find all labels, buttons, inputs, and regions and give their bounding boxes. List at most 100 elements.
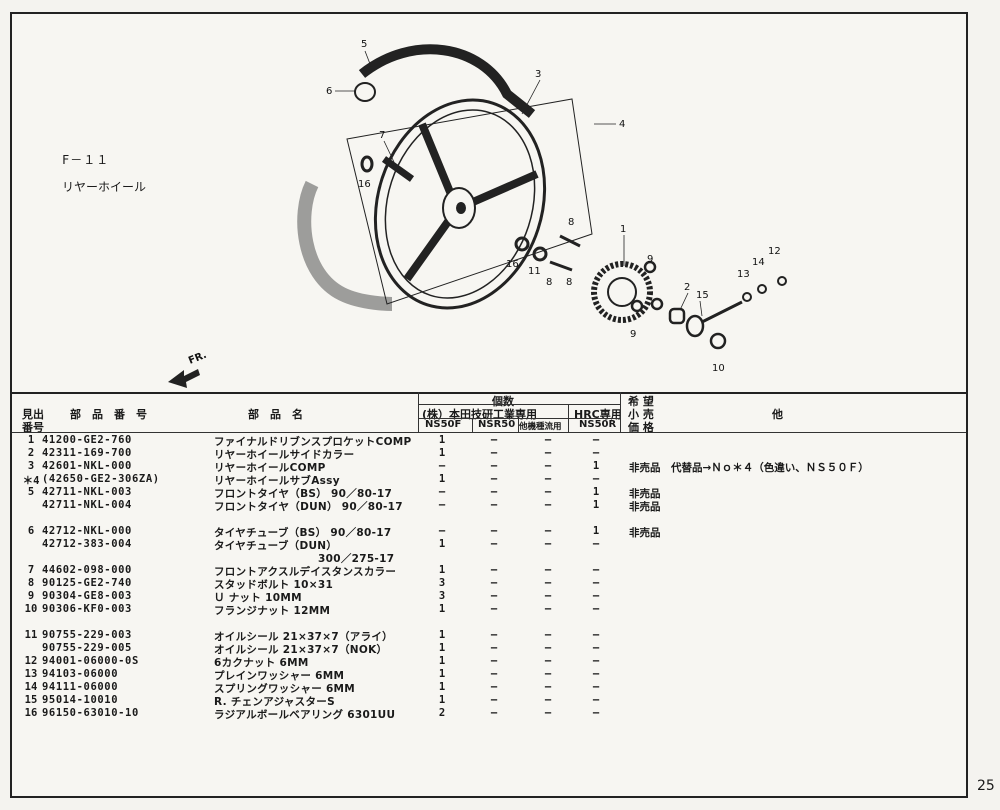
qty-ns50r: — xyxy=(592,629,600,641)
figure-title: リヤーホイール xyxy=(62,180,147,194)
leader-lines xyxy=(335,50,703,317)
qty-other-model: — xyxy=(544,642,552,654)
qty-nsr50: — xyxy=(490,681,498,693)
part-number: 42712-NKL-000 xyxy=(42,525,132,537)
qty-ns50r: — xyxy=(592,590,600,602)
part-name: リヤーホイールサブAssy xyxy=(214,475,340,487)
header-retail-2: 小 売 xyxy=(628,408,654,421)
header-no-line2: 番号 xyxy=(22,421,44,434)
part-name: フロントタイヤ（BS） 90／80-17 xyxy=(214,488,393,500)
callout-16b: 16 xyxy=(506,259,519,270)
remarks: 非売品 xyxy=(629,501,661,513)
qty-ns50r: — xyxy=(592,564,600,576)
part-number: 41200-GE2-760 xyxy=(42,434,132,446)
part-number: 42712-383-004 xyxy=(42,538,132,550)
part-number: 90306-KF0-003 xyxy=(42,603,132,615)
stud-bolt-a xyxy=(559,234,581,248)
qty-other-model: — xyxy=(544,434,552,446)
oil-seal xyxy=(532,246,548,262)
row-index: 8 xyxy=(27,577,35,589)
grid-line xyxy=(418,404,620,405)
qty-ns50r: — xyxy=(592,655,600,667)
wheel-exploded-view: FR. 1 2 3 4 5 6 7 8 8 8 9 9 10 11 12 13 … xyxy=(168,39,787,388)
header-other: 他 xyxy=(772,408,783,421)
qty-other-model: — xyxy=(544,447,552,459)
part-name: ラジアルボールベアリング 6301UU xyxy=(214,709,396,721)
stud-bolt-b xyxy=(549,260,573,272)
callout-3: 3 xyxy=(535,69,541,80)
callout-16a: 16 xyxy=(358,179,371,190)
part-name: ファイナルドリブンスプロケットCOMP xyxy=(214,436,412,448)
part-name: スタッドボルト 10×31 xyxy=(214,579,334,591)
row-index: 5 xyxy=(27,486,35,498)
chain-adjuster xyxy=(685,314,705,338)
header-nsr50: NSR50 xyxy=(478,419,516,430)
qty-other-model: — xyxy=(544,629,552,641)
tire-cross-section xyxy=(354,82,376,102)
part-name: Ｕ ナット 10MM xyxy=(214,592,302,604)
part-number: 96150-63010-10 xyxy=(42,707,139,719)
grid-line xyxy=(418,418,620,419)
header-hrc: HRC専用 xyxy=(574,408,622,421)
header-other-model: 他機種流用 xyxy=(519,422,562,432)
row-index: 14 xyxy=(24,681,38,693)
callout-14: 14 xyxy=(752,257,765,268)
row-index: 1 xyxy=(27,434,35,446)
qty-ns50f: — xyxy=(438,486,446,498)
qty-other-model: — xyxy=(544,486,552,498)
qty-other-model: — xyxy=(544,525,552,537)
header-retail-3: 価 格 xyxy=(628,421,654,434)
grid-line xyxy=(472,418,473,432)
qty-ns50r: — xyxy=(592,434,600,446)
callout-labels: 1 2 3 4 5 6 7 8 8 8 9 9 10 11 12 13 14 1… xyxy=(326,39,781,374)
side-collar xyxy=(668,307,686,325)
row-index: 13 xyxy=(24,668,38,680)
part-name: オイルシール 21×37×7（NOK） xyxy=(214,644,388,656)
row-index: 2 xyxy=(27,447,35,459)
hex-nut xyxy=(777,276,787,286)
qty-ns50f: 1 xyxy=(438,603,446,615)
part-name: リヤーホイールCOMP xyxy=(214,462,326,474)
qty-nsr50: — xyxy=(490,525,498,537)
qty-ns50r: — xyxy=(592,538,600,550)
row-index: 11 xyxy=(24,629,38,641)
qty-nsr50: — xyxy=(490,642,498,654)
qty-other-model: — xyxy=(544,681,552,693)
header-ns50r: NS50R xyxy=(579,419,617,430)
header-retail-1: 希 望 xyxy=(628,395,654,408)
qty-other-model: — xyxy=(544,499,552,511)
wheel-rim-inner xyxy=(384,109,536,299)
header-part-name: 部 品 名 xyxy=(248,408,303,421)
header-qty-company: (株）本田技研工業専用 xyxy=(422,408,538,421)
page-frame: FR. 1 2 3 4 5 6 7 8 8 8 9 9 10 11 12 13 … xyxy=(10,12,968,798)
callout-9a: 9 xyxy=(647,254,653,265)
part-name: スプリングワッシャー 6MM xyxy=(214,683,356,695)
part-number: 90755-229-003 xyxy=(42,629,132,641)
part-name: オイルシール 21×37×7（アライ） xyxy=(214,631,393,643)
wheel-outline-box xyxy=(346,98,593,305)
adjuster-bolt xyxy=(701,300,743,324)
row-index: 15 xyxy=(24,694,38,706)
fr-arrow-icon xyxy=(168,369,200,388)
part-number: 44602-098-000 xyxy=(42,564,132,576)
qty-other-model: — xyxy=(544,564,552,576)
qty-ns50f: 1 xyxy=(438,655,446,667)
part-number: 42601-NKL-000 xyxy=(42,460,132,472)
sprocket xyxy=(591,261,653,323)
qty-ns50f: 1 xyxy=(438,447,446,459)
page-number: 25 xyxy=(977,778,995,794)
qty-nsr50: — xyxy=(490,447,498,459)
bearing-left xyxy=(360,155,374,173)
qty-ns50f: 1 xyxy=(438,694,446,706)
part-name: 300／275-17 xyxy=(318,553,395,565)
callout-13: 13 xyxy=(737,269,750,280)
